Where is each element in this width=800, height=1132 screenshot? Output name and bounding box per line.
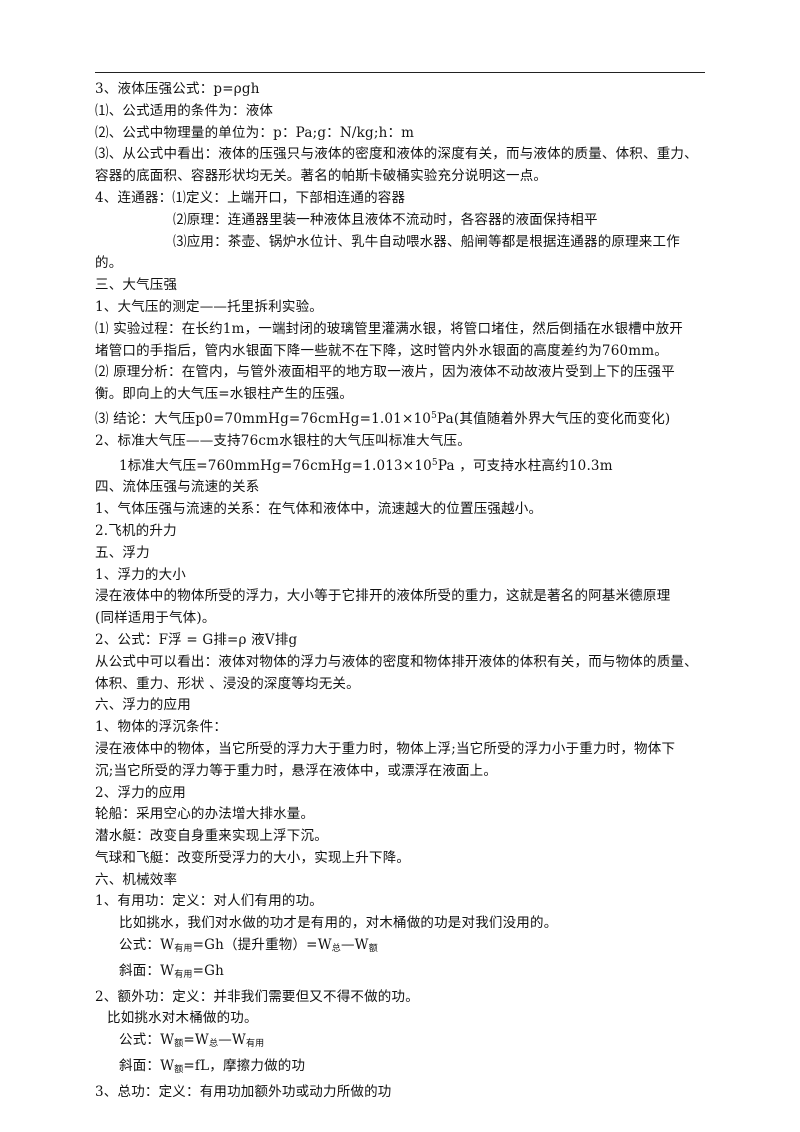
line-text: 1标准大气压=760mmHg=76cmHg=1.013×10: [119, 457, 432, 474]
text-line: ⑶、从公式中看出：液体的压强只与液体的密度和液体的深度有关，而与液体的质量、体积…: [95, 146, 698, 163]
section-heading: 六、机械效率: [95, 871, 178, 888]
section-heading: 五、浮力: [95, 544, 150, 561]
text-line: 2、浮力的应用: [95, 784, 186, 801]
text-line: 轮船：采用空心的办法增大排水量。: [95, 806, 315, 823]
subscript: 额: [174, 1039, 184, 1050]
formula-line: 斜面：W有用=Gh: [95, 961, 710, 987]
section-heading: 三、大气压强: [95, 277, 178, 294]
text-line: 比如挑水对木桶做的功。: [107, 1010, 258, 1027]
section-heading: 四、流体压强与流速的关系: [95, 479, 260, 496]
text-line: 4、连通器：⑴定义：上端开口，下部相连通的容器: [95, 189, 406, 206]
text-line: ⑵、公式中物理量的单位为：p：Pa;g：N/kg;h：m: [95, 124, 415, 141]
subscript: 总: [331, 944, 341, 955]
text-line: 2、公式：F浮 = G排=ρ 液V排g: [95, 631, 298, 648]
subscript: 有用: [174, 944, 193, 955]
line-text: 公式：W: [119, 1032, 175, 1049]
section-heading: 六、浮力的应用: [95, 697, 191, 714]
text-line: 1、浮力的大小: [95, 566, 186, 583]
line-text: 斜面：W: [119, 1058, 175, 1075]
text-line: ⑵ 原理分析：在管内，与管外液面相平的地方取一液片，因为液体不动故液片受到上下的…: [95, 364, 675, 381]
text-line: 3、总功：定义：有用功加额外功或动力所做的功: [95, 1083, 392, 1100]
text-line: 1、有用功：定义：对人们有用的功。: [95, 893, 323, 910]
text-line: 浸在液体中的物体，当它所受的浮力大于重力时，物体上浮;当它所受的浮力小于重力时，…: [95, 740, 676, 757]
superscript: 5: [431, 457, 438, 468]
formula-line: 公式：W有用=Gh（提升重物）=W总—W额: [95, 935, 710, 961]
line-text: ⑶ 结论：大气压p0=70mmHg=76cmHg=1.01×10: [95, 410, 432, 427]
text-line: 1、物体的浮沉条件：: [95, 719, 228, 736]
line-text: =fL，摩擦力做的功: [183, 1058, 306, 1075]
subscript: 有用: [245, 1039, 265, 1050]
text-line: 沉;当它所受的浮力等于重力时，悬浮在液体中，或漂浮在液面上。: [95, 762, 498, 779]
text-line: ⑴ 实验过程：在长约1m，一端封闭的玻璃管里灌满水银，将管口堵住，然后倒插在水银…: [95, 320, 683, 337]
text-line: ⑵原理：连通器里装一种液体且液体不流动时，各容器的液面保持相平: [173, 211, 598, 228]
text-line: 2.飞机的升力: [95, 522, 177, 539]
text-line: 1标准大气压=760mmHg=76cmHg=1.013×105Pa ，可支持水柱…: [95, 453, 710, 478]
document-body: 3、液体压强公式：p=ρgh ⑴、公式适用的条件为：液体 ⑵、公式中物理量的单位…: [95, 79, 710, 1104]
line-text: =Gh: [192, 962, 224, 979]
line-text: 公式：W: [119, 937, 175, 954]
text-line: 体积、重力、形状 、浸没的深度等均无关。: [95, 675, 360, 692]
subscript: 总: [208, 1039, 219, 1050]
text-line: 的。: [95, 255, 123, 272]
line-text: —W: [218, 1032, 246, 1049]
text-line: 气球和飞艇：改变所受浮力的大小，实现上升下降。: [95, 849, 411, 866]
text-line: 堵管口的手指后，管内水银面下降一些就不在下降，这时管内外水银面的高度差约为760…: [95, 342, 668, 359]
line-text: Pa ，可支持水柱高约10.3m: [437, 457, 613, 474]
text-line: ⑶ 结论：大气压p0=70mmHg=76cmHg=1.01×105Pa(其值随着…: [95, 406, 710, 431]
text-line: (同样适用于气体)。: [95, 610, 216, 627]
text-line: 容器的底面积、容器形状均无关。著名的帕斯卡破桶实验充分说明这一点。: [95, 168, 548, 185]
subscript: 有用: [174, 969, 193, 980]
text-line: ⑴、公式适用的条件为：液体: [95, 102, 274, 119]
text-line: ⑶应用：茶壶、锅炉水位计、乳牛自动喂水器、船闸等都是根据连通器的原理来工作: [173, 233, 680, 250]
text-line: 3、液体压强公式：p=ρgh: [95, 81, 260, 97]
text-line: 2、标准大气压——支持76cm水银柱的大气压叫标准大气压。: [95, 432, 471, 449]
formula-line: 公式：W额=W总—W有用: [95, 1030, 710, 1056]
text-line: 浸在液体中的物体所受的浮力，大小等于它排开的液体所受的重力，这就是著名的阿基米德…: [95, 588, 671, 605]
superscript: 5: [431, 410, 437, 421]
line-text: =W: [183, 1032, 209, 1049]
text-line: 1、气体压强与流速的关系：在气体和液体中，流速越大的位置压强越小。: [95, 501, 543, 518]
line-text: —W: [340, 937, 369, 954]
line-text: Pa(其值随着外界大气压的变化而变化): [437, 410, 671, 427]
subscript: 额: [174, 1065, 184, 1076]
text-line: 比如挑水，我们对水做的功才是有用的，对木桶做的功是对我们没用的。: [119, 915, 558, 932]
text-line: 从公式中可以看出：液体对物体的浮力与液体的密度和物体排开液体的体积有关，而与物体…: [95, 653, 698, 670]
text-line: 衡。即向上的大气压=水银柱产生的压强。: [95, 386, 354, 403]
formula-line: 斜面：W额=fL，摩擦力做的功: [95, 1056, 710, 1082]
text-line: 2、额外功：定义：并非我们需要但又不得不做的功。: [95, 988, 419, 1005]
line-text: =Gh（提升重物）=W: [192, 937, 332, 954]
text-line: 1、大气压的测定——托里拆利实验。: [95, 298, 323, 315]
text-line: 潜水艇：改变自身重来实现上浮下沉。: [95, 828, 328, 845]
header-rule: [95, 72, 705, 73]
subscript: 额: [368, 944, 378, 955]
line-text: 斜面：W: [119, 962, 175, 979]
